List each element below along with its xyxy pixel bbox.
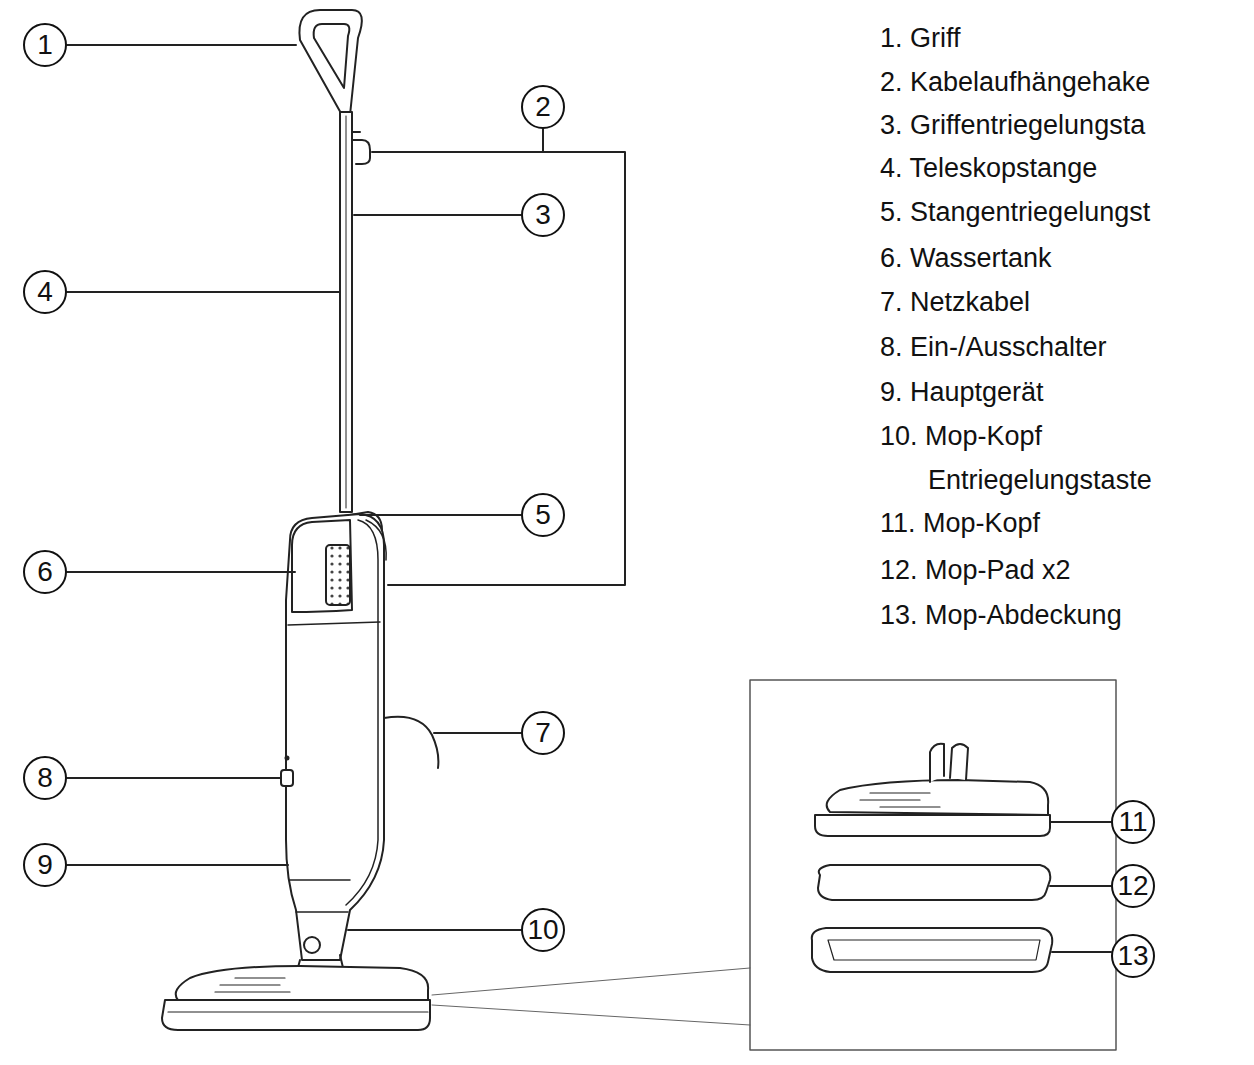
callout-number: 6 [37, 558, 53, 586]
callout-number: 1 [37, 31, 53, 59]
callout-number: 13 [1117, 942, 1148, 970]
callout-number: 11 [1118, 808, 1147, 836]
part-name: 7. Netzkabel [880, 280, 1240, 324]
callout-circle: 8 [23, 756, 67, 800]
callout-number: 7 [535, 719, 551, 747]
part-name: 8. Ein-/Ausschalter [880, 325, 1240, 369]
part-name: 12. Mop-Pad x2 [880, 548, 1240, 592]
callout-number: 2 [535, 93, 551, 121]
callout-circle: 7 [521, 711, 565, 755]
part-name: 13. Mop-Abdeckung [880, 593, 1240, 637]
callout-circle: 2 [521, 85, 565, 129]
callout-number: 5 [535, 501, 551, 529]
part-name: 11. Mop-Kopf [880, 501, 1240, 545]
callout-circle: 1 [23, 23, 67, 67]
part-name: 4. Teleskopstange [880, 146, 1240, 190]
callout-number: 3 [535, 201, 551, 229]
callout-number: 10 [527, 916, 558, 944]
callout-number: 4 [37, 278, 53, 306]
callout-circle: 10 [521, 908, 565, 952]
callout-number: 8 [37, 764, 53, 792]
callout-circle: 11 [1111, 800, 1155, 844]
part-name: 2. Kabelaufhängehake [880, 60, 1240, 104]
callout-number: 9 [37, 851, 53, 879]
part-name: 3. Griffentriegelungsta [880, 103, 1240, 147]
part-name: 5. Stangentriegelungst [880, 190, 1240, 234]
callout-circle: 3 [521, 193, 565, 237]
callout-circle: 5 [521, 493, 565, 537]
part-name: 10. Mop-Kopf Entriegelungstaste [880, 414, 1240, 502]
callout-circle: 13 [1111, 934, 1155, 978]
callout-circle: 12 [1111, 864, 1155, 908]
callout-circle: 9 [23, 843, 67, 887]
callout-circle: 4 [23, 270, 67, 314]
part-name: 9. Hauptgerät [880, 370, 1240, 414]
part-name: 6. Wassertank [880, 236, 1240, 280]
callout-number: 12 [1117, 872, 1148, 900]
part-name: 1. Griff [880, 16, 1240, 60]
callout-circle: 6 [23, 550, 67, 594]
